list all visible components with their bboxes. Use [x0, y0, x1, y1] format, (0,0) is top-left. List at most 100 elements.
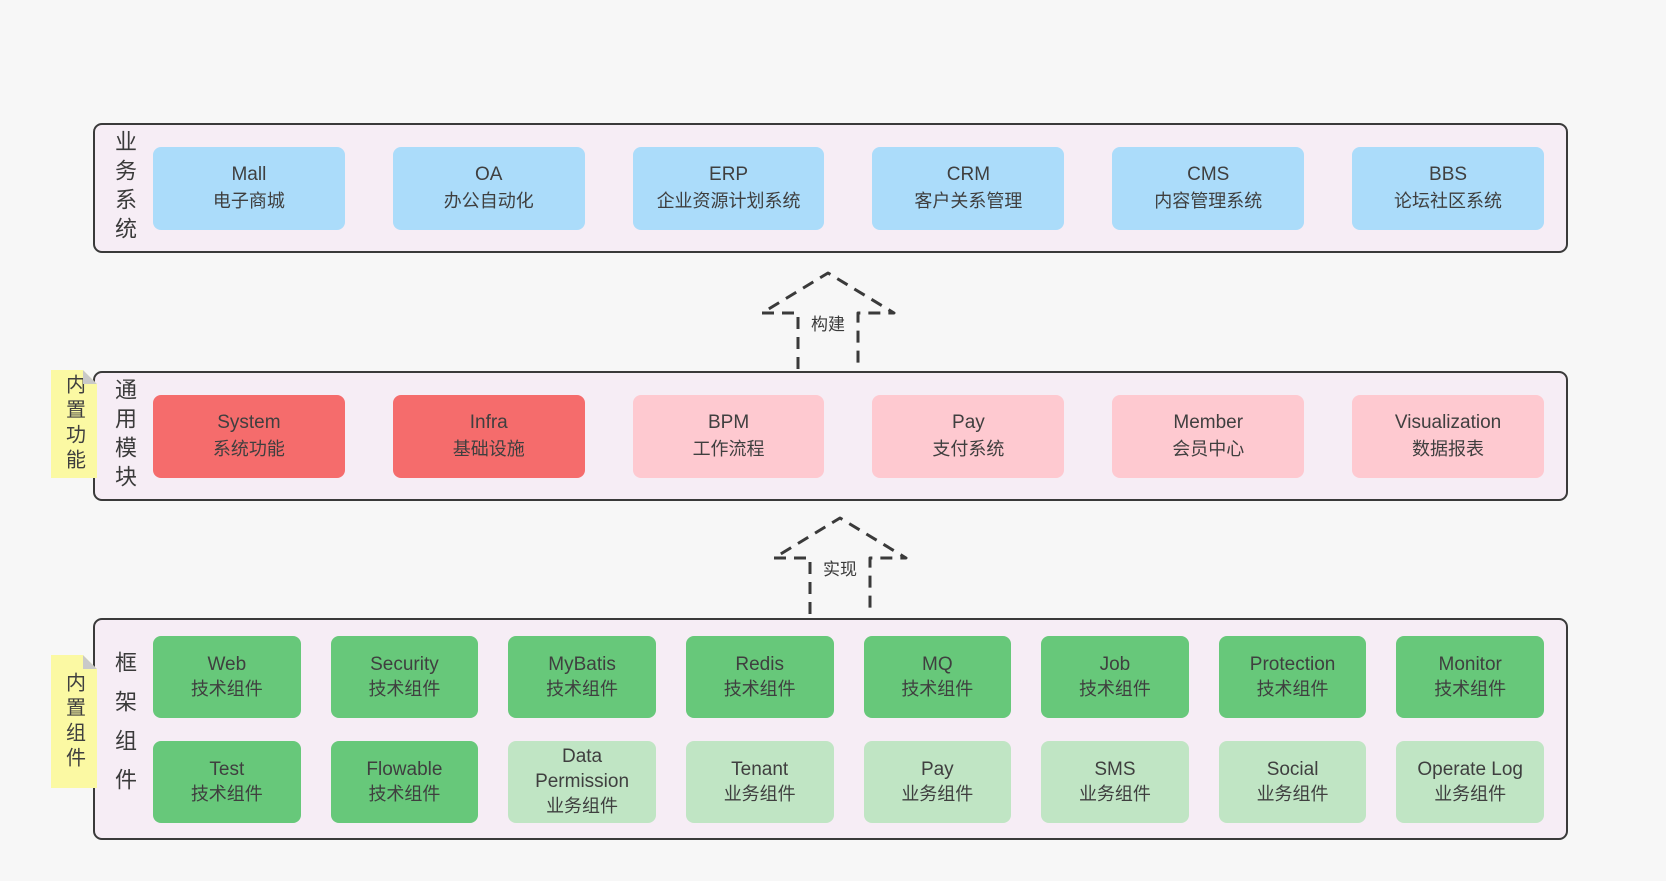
- box-subtitle: 技术组件: [368, 678, 441, 699]
- box-title: ERP: [709, 164, 749, 185]
- box-monitor: Monitor 技术组件: [1396, 635, 1544, 718]
- box-subtitle: 业务组件: [546, 796, 619, 816]
- box-title: CMS: [1187, 164, 1230, 185]
- box-system: System 系统功能: [153, 394, 345, 478]
- box-subtitle: 论坛社区系统: [1394, 191, 1503, 211]
- box-test: Test 技术组件: [153, 740, 301, 823]
- box-data-permission: Data Permission 业务组件: [508, 740, 656, 823]
- box-subtitle: 技术组件: [368, 783, 441, 804]
- box-bpm: BPM 工作流程: [632, 394, 825, 478]
- box-erp: ERP 企业资源计划系统: [632, 146, 825, 230]
- box-infra: Infra 基础设施: [392, 394, 585, 478]
- note-text: 内置功能: [62, 374, 85, 474]
- box-title: SMS: [1094, 758, 1136, 780]
- box-title: Flowable: [366, 758, 443, 780]
- box-title: Pay: [952, 412, 985, 433]
- box-title: System: [217, 412, 281, 433]
- box-title: Pay: [920, 758, 954, 780]
- up-block-arrow-icon: [772, 516, 908, 614]
- band-common-modules: 内置功能 通用模块 System 系统功能 Infra 基础设施 BPM 工作流…: [93, 371, 1568, 501]
- build-arrow-label: 构建: [809, 315, 847, 335]
- box-job: Job 技术组件: [1041, 635, 1189, 718]
- box-title: Security: [370, 653, 439, 675]
- band-label-framework-components: 框架组件: [112, 651, 137, 807]
- box-mq: MQ 技术组件: [863, 635, 1012, 718]
- box-tenant: Tenant 业务组件: [685, 740, 834, 823]
- box-subtitle: 业务组件: [1256, 783, 1329, 804]
- implement-arrow-label: 实现: [821, 560, 859, 580]
- box-subtitle: 技术组件: [1256, 678, 1329, 699]
- box-subtitle: 技术组件: [190, 678, 263, 699]
- box-subtitle: 数据报表: [1412, 439, 1485, 459]
- implement-arrow: 实现: [770, 514, 910, 614]
- box-title: BPM: [707, 412, 750, 433]
- box-subtitle: 技术组件: [723, 678, 796, 699]
- box-pay: Pay 支付系统: [872, 394, 1065, 478]
- component-row-2: Test 技术组件 Flowable 技术组件 Data Permission …: [153, 740, 1544, 823]
- box-subtitle: 企业资源计划系统: [656, 191, 801, 211]
- box-redis: Redis 技术组件: [685, 635, 834, 718]
- box-title: Infra: [469, 412, 508, 433]
- box-title: Social: [1266, 758, 1319, 780]
- box-title: Visualization: [1394, 412, 1502, 433]
- band-label-business-systems: 业务系统: [112, 130, 137, 246]
- component-row-1: Web 技术组件 Security 技术组件 MyBatis 技术组件 Redi…: [153, 635, 1544, 718]
- box-oa: OA 办公自动化: [392, 146, 585, 230]
- box-crm: CRM 客户关系管理: [872, 146, 1065, 230]
- box-title: MyBatis: [548, 653, 616, 675]
- box-subtitle: 系统功能: [212, 439, 285, 459]
- box-subtitle: 电子商城: [212, 191, 285, 211]
- box-cms: CMS 内容管理系统: [1112, 146, 1305, 230]
- box-sms: SMS 业务组件: [1041, 740, 1189, 823]
- box-subtitle: 工作流程: [692, 439, 765, 459]
- box-subtitle: 业务组件: [1078, 783, 1151, 804]
- band-framework-components: 内置组件 框架组件 Web 技术组件 Security 技术组件 MyBatis…: [93, 618, 1568, 840]
- build-arrow: 构建: [758, 269, 898, 369]
- box-subtitle: 业务组件: [723, 783, 796, 804]
- box-visualization: Visualization 数据报表: [1352, 394, 1544, 478]
- box-subtitle: 业务组件: [1434, 783, 1507, 804]
- box-subtitle: 会员中心: [1172, 439, 1245, 459]
- box-title: Protection: [1249, 653, 1336, 675]
- box-title: CRM: [946, 164, 991, 185]
- box-title: Redis: [735, 653, 784, 675]
- note-built-in-components: 内置组件: [51, 655, 97, 788]
- box-title: Tenant: [731, 758, 789, 780]
- box-mybatis: MyBatis 技术组件: [508, 635, 656, 718]
- box-member: Member 会员中心: [1112, 394, 1305, 478]
- up-block-arrow-icon: [760, 271, 896, 369]
- box-title: Job: [1099, 653, 1131, 675]
- box-title: Test: [209, 758, 245, 780]
- box-subtitle: 技术组件: [190, 783, 263, 804]
- box-protection: Protection 技术组件: [1218, 635, 1367, 718]
- box-web: Web 技术组件: [153, 635, 301, 718]
- box-subtitle: 内容管理系统: [1154, 191, 1263, 211]
- business-boxes: Mall 电子商城 OA 办公自动化 ERP 企业资源计划系统 CRM 客户关系…: [153, 125, 1566, 251]
- box-subtitle: 技术组件: [1434, 678, 1507, 699]
- box-mall: Mall 电子商城: [153, 146, 345, 230]
- box-title: MQ: [922, 653, 953, 675]
- box-title: Operate Log: [1417, 758, 1523, 780]
- box-bbs: BBS 论坛社区系统: [1352, 146, 1544, 230]
- module-boxes: System 系统功能 Infra 基础设施 BPM 工作流程 Pay 支付系统…: [153, 373, 1566, 499]
- box-title: Web: [207, 653, 247, 675]
- note-built-in-features: 内置功能: [51, 370, 97, 478]
- box-subtitle: 技术组件: [546, 678, 619, 699]
- box-operate-log: Operate Log 业务组件: [1396, 740, 1544, 823]
- band-business-systems: 业务系统 Mall 电子商城 OA 办公自动化 ERP 企业资源计划系统 CRM…: [93, 123, 1568, 253]
- box-title: Data Permission: [535, 746, 630, 792]
- box-flowable: Flowable 技术组件: [330, 740, 479, 823]
- box-title: OA: [475, 164, 503, 185]
- box-subtitle: 技术组件: [901, 678, 974, 699]
- band-label-common-modules: 通用模块: [112, 378, 137, 494]
- box-subtitle: 办公自动化: [443, 191, 534, 211]
- box-security: Security 技术组件: [330, 635, 479, 718]
- box-title: BBS: [1429, 164, 1468, 185]
- box-title: Member: [1173, 412, 1244, 433]
- note-text: 内置组件: [62, 671, 85, 772]
- box-subtitle: 客户关系管理: [914, 191, 1023, 211]
- box-subtitle: 技术组件: [1078, 678, 1151, 699]
- box-social: Social 业务组件: [1218, 740, 1367, 823]
- box-subtitle: 业务组件: [901, 783, 974, 804]
- box-subtitle: 支付系统: [932, 439, 1005, 459]
